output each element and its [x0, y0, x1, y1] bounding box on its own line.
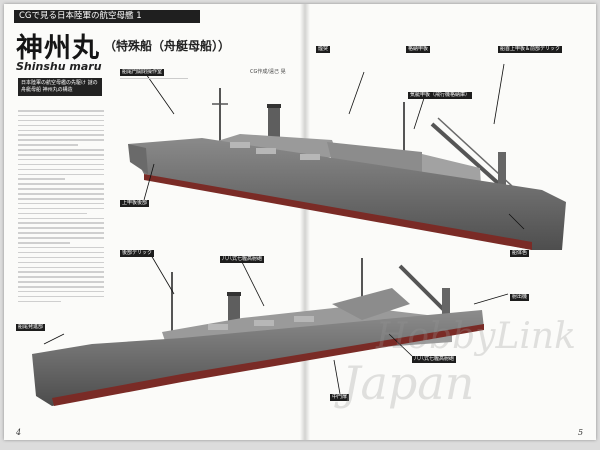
article-body-text [18, 110, 104, 320]
callout-label: 上甲板後部 [120, 200, 150, 207]
ship-render-bottom [32, 258, 484, 406]
page-gutter [300, 4, 310, 440]
callout-label: 後部デリック [120, 250, 155, 257]
lead-kicker: 日本陸軍の航空母艦の先駆け 謎の舟艇母船 神州丸の構造 [18, 78, 102, 96]
callout-label: 射出機 [510, 294, 530, 301]
page-subtitle: （特殊船（舟艇母船）） [104, 39, 231, 53]
page-title: 神州丸 [16, 33, 100, 64]
callout-desc-lines [120, 78, 188, 89]
romaji-title: Shinshu maru [16, 60, 102, 73]
page-number-left: 4 [16, 428, 22, 437]
magazine-spread: CGで見る日本陸軍の航空母艦 1 神州丸 （特殊船（舟艇母船）） Shinshu… [4, 4, 596, 440]
leader-lines [43, 63, 525, 395]
cg-credit: CG作成/遠己 晃 [250, 69, 286, 75]
callout-label: 格納甲板 [406, 46, 431, 53]
watermark: Japan [342, 356, 475, 410]
ship-render-top [128, 88, 566, 250]
callout-label: 船体色 [510, 250, 530, 257]
callout-label: 船尾発進部 [16, 324, 46, 331]
callout-label: 気艇甲板（飛行機格納庫） [408, 92, 473, 99]
callout-label: 中門扉 [330, 394, 350, 401]
callout-label: 八八式七糎高射砲 [220, 256, 265, 263]
callout-label: 船首上甲板＆前部デリック [498, 46, 563, 53]
page-number-right: 5 [578, 428, 584, 437]
callout-label: 船尾門開閉操作室 [120, 69, 165, 76]
callout-label: 八八式七糎高射砲 [412, 356, 457, 363]
callout-label: 煙突 [316, 46, 331, 53]
watermark: HobbyLink [376, 316, 576, 357]
series-header: CGで見る日本陸軍の航空母艦 1 [14, 10, 200, 23]
